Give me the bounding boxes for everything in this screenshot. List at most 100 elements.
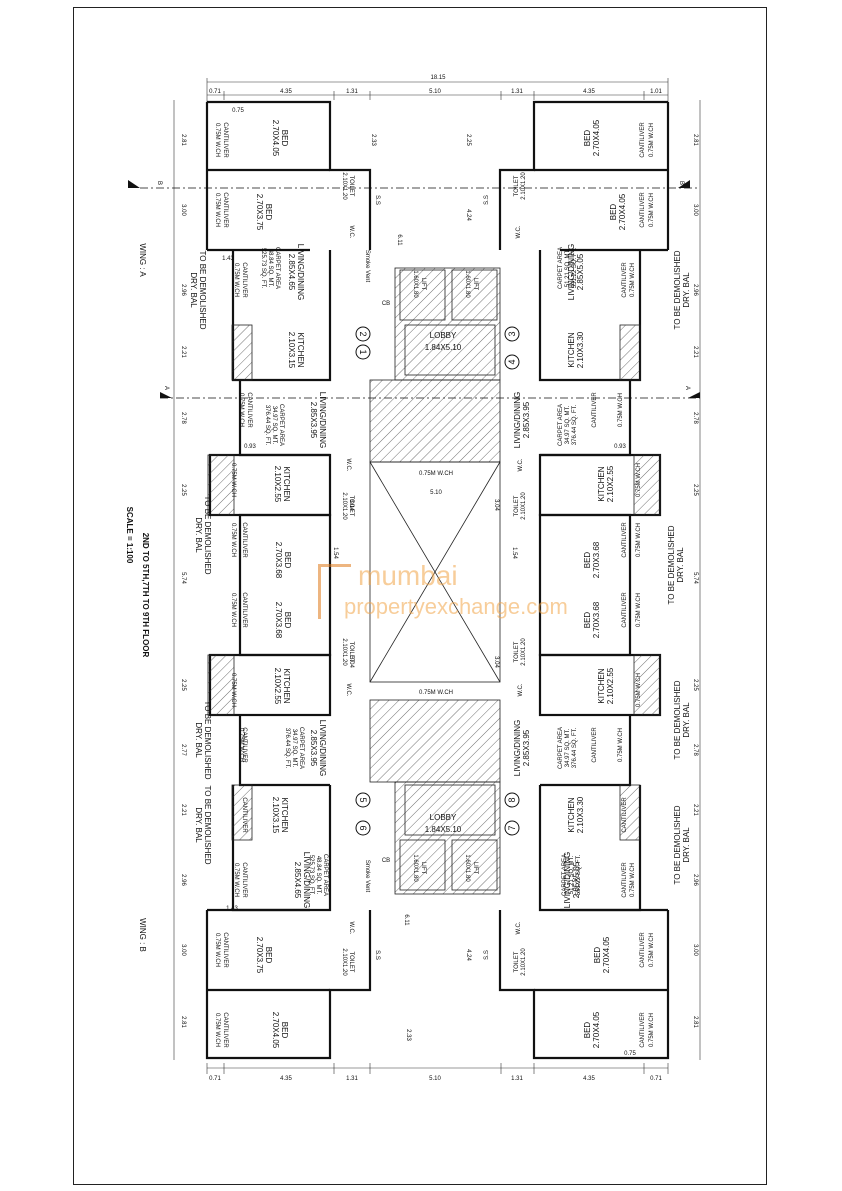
- ss-2: S.S: [484, 195, 490, 205]
- lift-3-name: LIFT: [420, 862, 426, 875]
- toilet-l2: TOILET: [348, 642, 354, 663]
- living-5-name: LIVING/DINING: [318, 720, 327, 776]
- toilet-l3: TOILET: [348, 952, 354, 973]
- top-dimension-lines: [206, 78, 669, 104]
- bed-5-name: BED: [283, 612, 292, 629]
- living-4-size: 2.85X3.95: [522, 401, 531, 438]
- living-1-size: 2.85X4.65: [287, 254, 296, 291]
- carpet-4-label: CARPET AREA: [558, 404, 564, 446]
- demolish-l1: TO BE DEMOLISHED: [203, 496, 212, 575]
- bed-8-name: BED: [583, 612, 592, 629]
- section-lines: [128, 180, 700, 399]
- bed-3b-name: BED: [609, 204, 618, 221]
- cb-bottom: CB: [382, 858, 390, 864]
- window-ch-r1: 0.75M W.CH: [649, 193, 655, 227]
- lobby-top-size: 1.84X5.10: [425, 343, 462, 352]
- living-8-size: 2.85X3.95: [522, 729, 531, 766]
- bed-1b-name: BED: [264, 204, 273, 221]
- cantilever-l0: CANTILIVER: [222, 122, 228, 158]
- cantilever-l1: CANTILIVER: [222, 192, 228, 228]
- right-dimension: 5.74: [692, 572, 698, 584]
- kitchen-4b-name: KITCHEN: [597, 466, 606, 501]
- top-dimension: 1.31: [511, 89, 523, 95]
- right-dimension: 2.21: [692, 346, 698, 358]
- bed-1b-size: 2.70X3.75: [255, 194, 264, 231]
- left-dimension: 2.77: [180, 744, 186, 756]
- drybal-l1: DRY. BAL: [194, 517, 203, 553]
- carpet-4-sqm: 34.97 SQ. MT.: [565, 405, 571, 444]
- wc-r2: W.C.: [518, 683, 524, 696]
- right-dimension: 2.78: [692, 744, 698, 756]
- carpet-1-sqm: 48.84 SQ. MT.: [267, 249, 273, 288]
- smoke-vent-top: Smoke Vent: [364, 250, 370, 283]
- window-ch-r6: 0.75M W.CH: [636, 593, 642, 627]
- carpet-5-label: CARPET AREA: [298, 727, 304, 769]
- bed-6a-name: BED: [280, 1022, 289, 1039]
- living-2-size: 2.85X3.95: [309, 402, 318, 439]
- cantilever-r10: CANTILIVER: [640, 1012, 646, 1048]
- kitchen-6-name: KITCHEN: [280, 797, 289, 832]
- wc-r0: W.C.: [516, 225, 522, 238]
- left-dimension: 2.96: [180, 874, 186, 886]
- carpet-3-sqft: 551.22 SQ. FT.: [572, 247, 578, 288]
- window-ch-l1: 0.75M W.CH: [214, 193, 220, 227]
- carpet-8-sqm: 34.97 SQ. MT.: [565, 728, 571, 767]
- bottom-dimension: 0.71: [209, 1076, 221, 1082]
- bottom-dimension: 4.35: [583, 1076, 595, 1082]
- section-a-left: A: [163, 386, 169, 390]
- right-dimension: 3.00: [692, 944, 698, 956]
- top-dimension: 4.35: [280, 89, 292, 95]
- watermark-line1: mumbai: [358, 560, 458, 591]
- carpet-6-sqm: 48.84 SQ. MT.: [315, 856, 321, 895]
- kitchen-2-size: 2.10X3.15: [287, 332, 296, 369]
- left-dimension: 2.21: [180, 804, 186, 816]
- right-dimension: 2.25: [692, 484, 698, 496]
- left-dimension: 5.74: [180, 572, 186, 584]
- carpet-5-sqm: 34.97 SQ. MT.: [291, 729, 297, 768]
- flat-circle: [355, 326, 371, 342]
- bottom-dimension: 4.35: [280, 1076, 292, 1082]
- bottom-dimension: 0.71: [650, 1076, 662, 1082]
- demolish-l2: TO BE DEMOLISHED: [203, 701, 212, 780]
- bottom-dimension: 5.10: [429, 1076, 441, 1082]
- kitchen-5-name: KITCHEN: [282, 668, 291, 703]
- core-dim-top: 5.10: [430, 490, 442, 496]
- carpet-6-sqft: 525.73 SQ. FT.: [308, 855, 314, 896]
- bed-3a-name: BED: [583, 130, 592, 147]
- toilet-size-l0: 2.10X1.20: [341, 172, 347, 200]
- kitchen-4b-size: 2.10X2.55: [606, 465, 615, 502]
- dim-093-l: 0.93: [244, 444, 256, 450]
- carpet-7-sqft: 551.22 SQ. FT.: [576, 854, 582, 895]
- wing-b-label: WING : B: [138, 918, 147, 952]
- dim-611-top: 6.11: [396, 234, 402, 246]
- kitchen-6-size: 2.10X3.15: [271, 797, 280, 834]
- smoke-vent-bottom: Smoke Vent: [364, 860, 370, 893]
- window-ch-r0: 0.75M W.CH: [649, 123, 655, 157]
- right-dimension: 2.96: [692, 284, 698, 296]
- window-ch-r4: 0.75M W.CH: [636, 463, 642, 497]
- window-ch-l9: 0.75M W.CH: [233, 863, 239, 897]
- carpet-2-sqft: 376.44 SQ. FT.: [264, 405, 270, 446]
- dim-304-r2: 3.04: [493, 656, 499, 668]
- cb-top: CB: [382, 301, 390, 307]
- window-ch-r7: 0.75M W.CH: [636, 673, 642, 707]
- toilet-size-r3: 2.10X1.20: [521, 948, 527, 976]
- ss-1: S.S: [374, 195, 380, 205]
- lobby-bottom-size: 1.84X5.10: [425, 825, 462, 834]
- section-a-right: A: [684, 386, 690, 390]
- lift-3-size: 1.60X1.80: [412, 854, 418, 882]
- bed-2-size: 2.70X3.68: [274, 542, 283, 579]
- living-2-name: LIVING/DINING: [318, 392, 327, 448]
- window-ch-r8: 0.75M W.CH: [618, 728, 624, 762]
- left-dimension: 3.00: [180, 204, 186, 216]
- window-ch-l3: 0.75M W.CH: [238, 393, 244, 427]
- bottom-dimension-lines: [206, 1063, 669, 1074]
- top-dimension: 1.01: [650, 89, 662, 95]
- bed-4-name: BED: [583, 552, 592, 569]
- wc-r3: W.C.: [516, 921, 522, 934]
- bed-5-size: 2.70X3.68: [274, 602, 283, 639]
- dim-225-top: 2.25: [465, 134, 471, 146]
